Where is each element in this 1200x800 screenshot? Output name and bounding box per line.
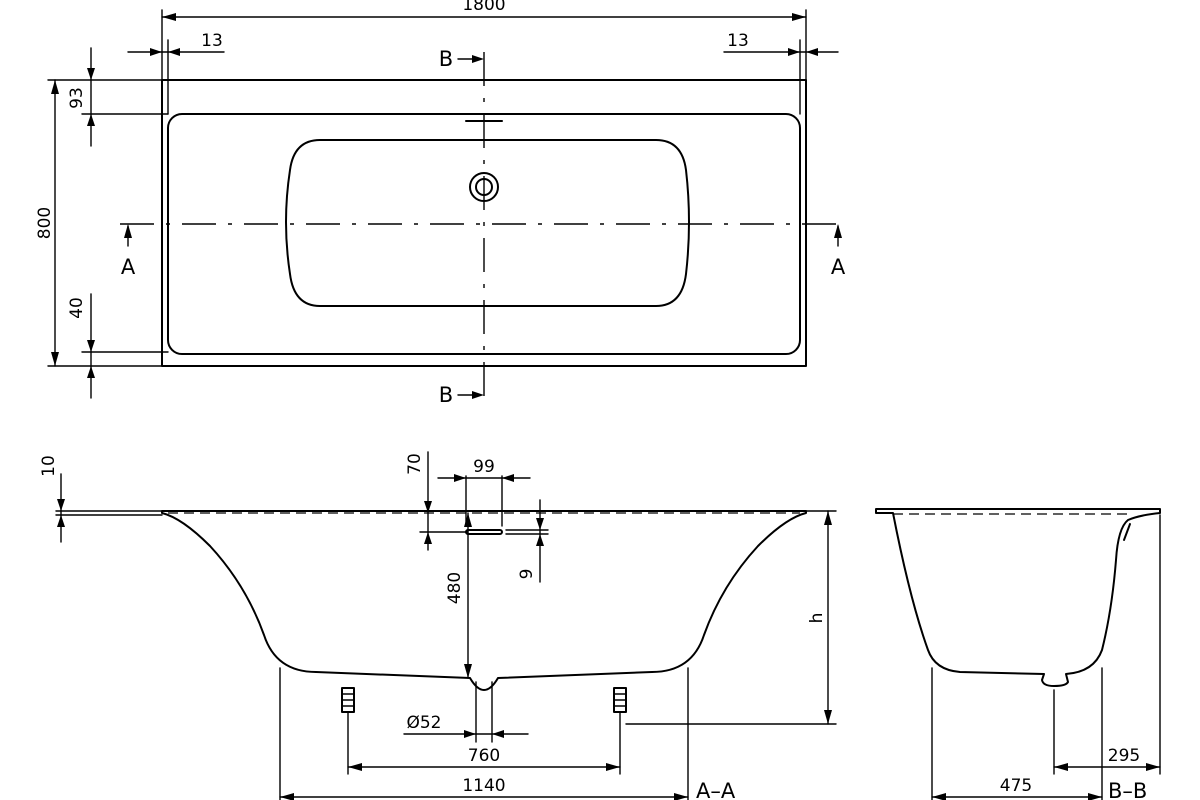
section-bb-label: B–B	[1108, 779, 1147, 800]
dim-rim-aa: 10	[39, 455, 59, 477]
foot-left-icon	[341, 687, 355, 713]
dim-base-aa: 1140	[462, 776, 505, 796]
overflow-mark-bb	[1123, 523, 1131, 541]
dim-overflow-width: 99	[473, 457, 495, 477]
overflow-slot	[465, 529, 503, 535]
dim-depth: 800	[35, 207, 55, 239]
dim-rim-back: 93	[67, 87, 87, 109]
tub-profile-aa	[161, 510, 807, 691]
dim-overflow-height: 70	[405, 453, 425, 475]
dim-drain-offset: 295	[1108, 746, 1140, 766]
section-b-top-label: B	[439, 47, 453, 71]
top-view: 1800 13 13 800 93 40 B B	[35, 0, 846, 407]
dim-feet-spacing: 760	[468, 746, 500, 766]
dim-overflow-slot: 9	[517, 569, 537, 580]
dim-rim-right: 13	[727, 31, 749, 51]
tub-profile-bb	[875, 508, 1161, 687]
section-a-right-label: A	[831, 255, 846, 279]
dim-rim-front: 40	[67, 297, 87, 319]
section-b-bottom-label: B	[439, 383, 453, 407]
dim-base-bb: 475	[1000, 776, 1032, 796]
dim-total-height: h	[807, 613, 827, 624]
basin-outline	[285, 139, 690, 307]
dim-width: 1800	[462, 0, 505, 15]
dim-inner-depth: 480	[445, 572, 465, 604]
section-a-left-label: A	[121, 255, 136, 279]
section-aa-view: 10 70 99 9 480 h	[39, 451, 837, 800]
dim-rim-left: 13	[201, 31, 223, 51]
dim-drain-diameter: Ø52	[406, 713, 441, 733]
foot-right-icon	[613, 687, 627, 713]
section-aa-label: A–A	[696, 779, 736, 800]
section-bb-view: 475 295 B–B	[875, 508, 1161, 800]
